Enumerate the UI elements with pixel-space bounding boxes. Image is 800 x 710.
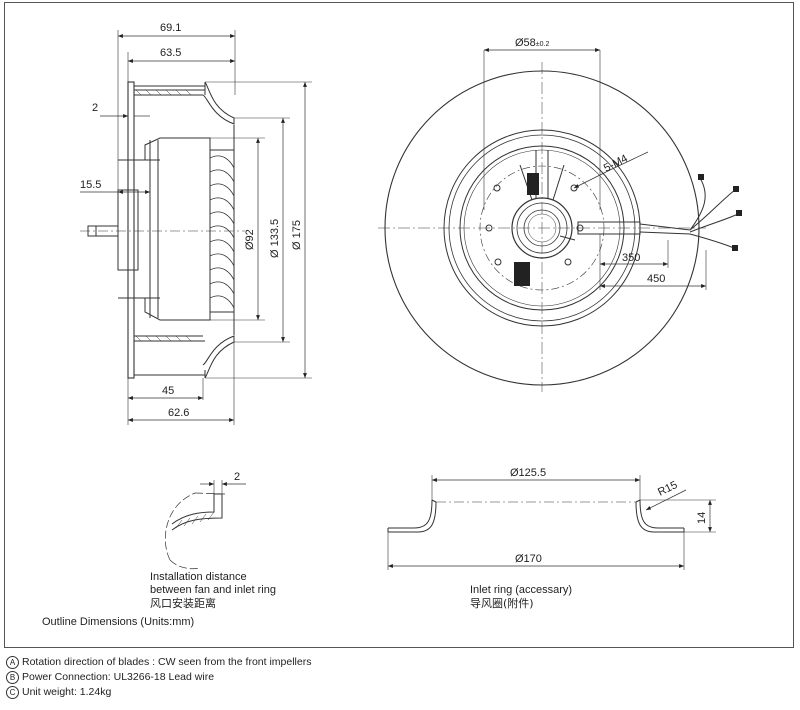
ring-caption-cn: 导风圈(附件) [470,596,534,610]
dim-lead-long: 450 [647,273,665,285]
dim-detail-gap: 2 [234,471,240,483]
dim-ring-height: 14 [696,512,708,524]
dim-ring-radius: R15 [656,479,679,499]
dim-d175: Ø 175 [291,220,303,250]
note-mark: A [6,656,19,669]
front-view [378,48,742,392]
detail-caption-en-1: Installation distance [150,571,247,583]
note-item: B Power Connection: UL3266-18 Lead wire [6,670,311,685]
side-view-labels: 69.1 63.5 2 15.5 Ø92 Ø 133.5 Ø 175 45 62… [80,22,303,419]
dim-lead-short: 350 [622,252,640,264]
dim-rim-thickness: 2 [92,102,98,114]
detail-caption-cn: 风口安装距离 [150,596,216,610]
detail-view [164,480,246,570]
notes-list: A Rotation direction of blades : CW seen… [6,655,311,700]
outline-dimensions-label: Outline Dimensions (Units:mm) [42,616,194,628]
note-item: C Unit weight: 1.24kg [6,685,311,700]
side-view [80,30,312,425]
dim-hub-diameter: Ø58±0.2 [515,37,549,49]
note-mark: C [6,686,19,699]
note-text: Rotation direction of blades : CW seen f… [22,656,312,668]
drawing-frame [4,2,794,648]
dim-d133: Ø 133.5 [269,219,281,258]
ring-caption-en: Inlet ring (accessary) [470,584,572,596]
dim-shaft-offset: 15.5 [80,179,101,191]
dim-overall-depth: 69.1 [160,22,181,34]
note-text: Unit weight: 1.24kg [22,686,112,698]
dim-bottom-a: 45 [162,385,174,397]
dim-rim-depth: 63.5 [160,47,181,59]
dim-bottom-b: 62.6 [168,407,189,419]
dim-ring-top-diameter: Ø125.5 [510,467,546,479]
front-view-labels: Ø58±0.2 5-M4 350 450 [515,37,665,285]
inlet-ring-view [387,475,716,570]
note-mark: B [6,671,19,684]
note-item: A Rotation direction of blades : CW seen… [6,655,311,670]
dim-d92: Ø92 [244,229,256,250]
note-text: Power Connection: UL3266-18 Lead wire [22,671,215,683]
dim-ring-bottom-diameter: Ø170 [515,553,542,565]
detail-caption-en-2: between fan and inlet ring [150,584,276,596]
